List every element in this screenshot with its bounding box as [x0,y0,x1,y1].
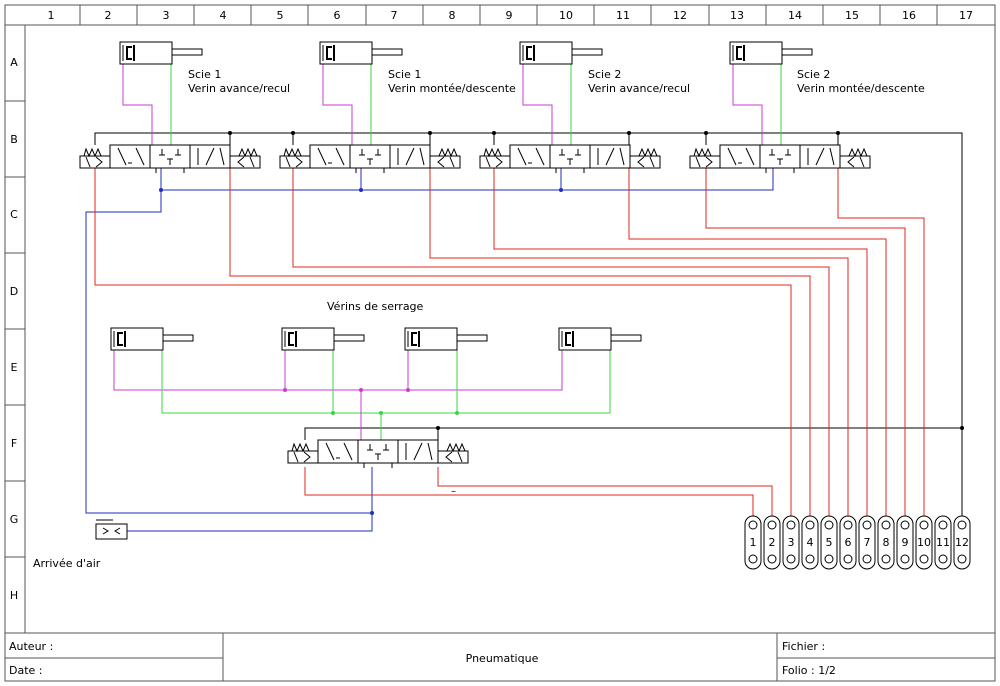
supply-junctions [159,188,563,515]
valve-icon [689,144,871,173]
terminal: 7 [858,515,876,570]
cylinder-icon [119,41,203,65]
valve-icon [79,144,261,173]
cylinder-labels: Scie 1 Verin avance/recul Scie 1 Verin m… [33,68,925,570]
common-junctions [228,131,964,430]
date-label: Date : [9,664,43,677]
cylinder-icon [519,41,603,65]
terminal: 12 [953,515,971,570]
solenoid-wires [94,168,925,516]
cylinder-port-lines [122,64,782,145]
row-header: F [11,437,17,450]
column-header: 2 [105,9,112,22]
clamp-port-lines [113,350,611,440]
valve-icon [279,144,461,173]
sheet-title: Pneumatique [466,652,539,665]
column-header: 14 [788,9,802,22]
terminal: 2 [763,515,781,570]
terminal-number: 5 [826,536,833,549]
terminal-number: 10 [917,536,931,549]
row-header: B [10,133,18,146]
column-header: 6 [334,9,341,22]
valves [79,144,871,468]
terminal: 3 [782,515,800,570]
row-header: C [10,208,18,221]
valve-icon [287,439,469,468]
folio-label: Folio : 1/2 [782,664,836,677]
column-header: 11 [616,9,630,22]
author-label: Auteur : [9,640,53,653]
column-header: 12 [673,9,687,22]
clamp-cylinders-title: Vérins de serrage [327,300,424,313]
terminal-number: 7 [864,536,871,549]
terminal-number: 9 [902,536,909,549]
cylinders [110,41,813,351]
cylinder-4-label-line1: Scie 2 [797,68,830,81]
cylinder-2-label-line2: Verin montée/descente [388,82,516,95]
row-header: G [10,513,19,526]
terminal-number: 3 [788,536,795,549]
column-header: 8 [449,9,456,22]
column-header: 17 [959,9,973,22]
column-dividers [79,5,938,25]
terminal: 9 [896,515,914,570]
terminal-number: 4 [807,536,814,549]
cylinder-icon [729,41,813,65]
row-header: A [10,56,18,69]
column-header: 5 [277,9,284,22]
title-block: Auteur : Date : Pneumatique Fichier : Fo… [5,633,995,681]
terminal: 6 [839,515,857,570]
air-inlet-symbol [95,519,128,540]
row-header: D [10,285,18,298]
air-inlet-label: Arrivée d'air [33,557,101,570]
column-header: 13 [730,9,744,22]
terminal: 4 [801,515,819,570]
column-header: 10 [559,9,573,22]
cylinder-3-label-line1: Scie 2 [588,68,621,81]
clamp-junctions [283,388,459,415]
row-header: E [11,361,18,374]
cylinder-icon [319,41,403,65]
terminal: 8 [877,515,895,570]
cylinder-icon [281,327,365,351]
column-header: 16 [902,9,916,22]
cylinder-2-label-line1: Scie 1 [388,68,421,81]
cylinder-icon [110,327,194,351]
terminal-number: 2 [769,536,776,549]
cylinder-4-label-line2: Verin montée/descente [797,82,925,95]
row-headers: A B C D E F G H [10,56,19,602]
cylinder-3-label-line2: Verin avance/recul [588,82,690,95]
cylinder-icon [558,327,642,351]
column-header: 7 [391,9,398,22]
terminal-number: 6 [845,536,852,549]
column-headers: 1 2 3 4 5 6 7 8 9 10 11 12 13 14 15 16 1… [48,9,974,22]
drawing-frame [4,4,996,682]
terminal-number: 12 [955,536,969,549]
small-mark: – [451,486,456,497]
cylinder-1-label-line1: Scie 1 [188,68,221,81]
file-label: Fichier : [782,640,825,653]
column-header: 4 [220,9,227,22]
valve-icon [479,144,661,173]
terminal: 11 [934,515,952,570]
cylinder-1-label-line2: Verin avance/recul [188,82,290,95]
column-header: 1 [48,9,55,22]
terminal: 1 [744,515,762,570]
terminal-number: 11 [936,536,950,549]
air-supply-lines [85,168,774,532]
cylinder-icon [404,327,488,351]
terminal-number: 1 [750,536,757,549]
column-header: 15 [845,9,859,22]
column-header: 3 [163,9,170,22]
terminal: 10 [915,515,933,570]
row-dividers [5,100,25,558]
row-header: H [10,589,18,602]
terminal-number: 8 [883,536,890,549]
column-header: 9 [506,9,513,22]
terminal: 5 [820,515,838,570]
